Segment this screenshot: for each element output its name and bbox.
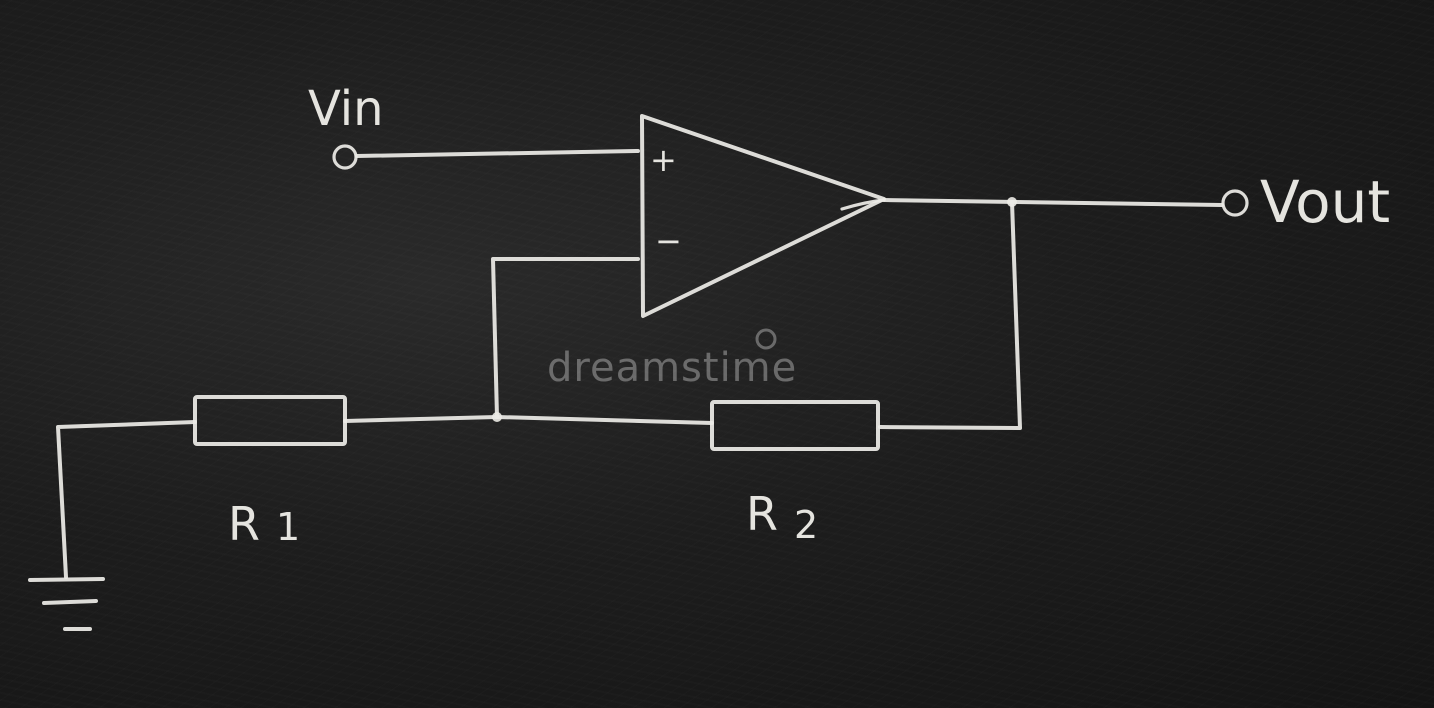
r2-left-wire bbox=[495, 415, 714, 425]
ground-wire bbox=[56, 420, 197, 579]
vin-label: Vin bbox=[308, 81, 384, 137]
watermark: dreamstime bbox=[547, 328, 797, 391]
r2-label-letter: R bbox=[746, 487, 778, 541]
watermark-text: dreamstime bbox=[547, 345, 797, 391]
r1-right-wire bbox=[343, 415, 499, 423]
op-amp-symbol bbox=[640, 114, 886, 318]
watermark-logo-icon bbox=[755, 328, 777, 350]
vout-label: Vout bbox=[1260, 168, 1390, 236]
vout-terminal bbox=[1221, 189, 1249, 217]
vin-wire bbox=[355, 149, 640, 158]
inverting-sign: − bbox=[655, 222, 682, 260]
op-amp-output-stroke bbox=[840, 198, 886, 211]
vin-terminal bbox=[332, 144, 358, 170]
non-inverting-sign: + bbox=[650, 141, 677, 179]
vout-wire bbox=[882, 198, 1224, 207]
r1-label-letter: R bbox=[228, 497, 260, 551]
inverting-input-wire bbox=[491, 257, 640, 419]
ground-icon bbox=[28, 577, 105, 631]
r2-label-subscript: 2 bbox=[794, 503, 818, 547]
feedback-wire bbox=[878, 200, 1022, 430]
resistor-r1 bbox=[193, 395, 347, 446]
r1-label-subscript: 1 bbox=[276, 505, 300, 549]
resistor-r2 bbox=[710, 400, 880, 451]
